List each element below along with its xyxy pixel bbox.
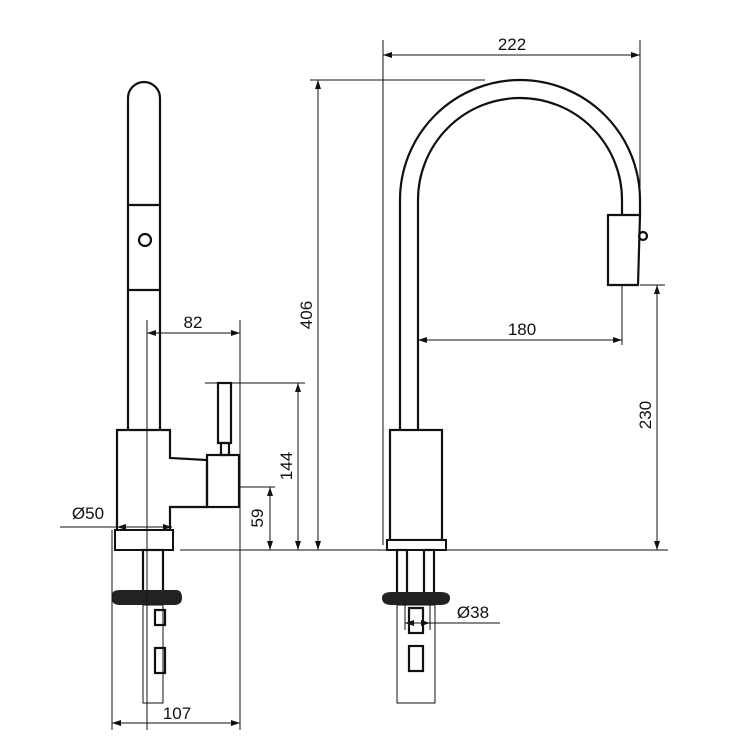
front-fitting-2	[407, 644, 425, 673]
dimension-lines	[60, 40, 668, 730]
front-spout-inner	[416, 96, 624, 430]
dim-406: 406	[297, 301, 316, 329]
dim-180: 180	[508, 320, 536, 339]
dim-diameter-50: Ø50	[72, 504, 104, 523]
side-spout	[126, 80, 162, 430]
dim-222: 222	[498, 35, 526, 54]
side-lever	[216, 381, 233, 445]
side-body	[115, 428, 209, 530]
dim-diameter-38: Ø38	[457, 603, 489, 622]
dim-107: 107	[163, 704, 191, 723]
front-body	[388, 428, 444, 542]
front-pipe-left	[395, 548, 409, 597]
side-cartridge	[205, 453, 241, 509]
dim-230: 230	[636, 401, 655, 429]
side-fitting	[153, 608, 167, 627]
front-spout-outer	[398, 78, 642, 430]
front-mounting-nut	[382, 592, 450, 605]
dim-59: 59	[248, 509, 267, 528]
lever-stem	[219, 441, 231, 457]
dim-82: 82	[184, 313, 203, 332]
side-view	[112, 80, 241, 704]
side-base	[114, 529, 174, 551]
side-lower-pipe	[142, 604, 164, 704]
front-base	[386, 539, 447, 551]
front-spray-head	[606, 213, 642, 287]
front-fitting	[407, 606, 425, 635]
dim-144: 144	[277, 452, 296, 480]
dimension-labels: 222 406 82 180 144 230 59 Ø50 Ø38 107	[72, 35, 655, 723]
front-pipe-right	[422, 548, 436, 597]
front-view	[382, 78, 649, 704]
side-pipe	[141, 548, 165, 597]
front-lower-pipe	[396, 604, 436, 704]
front-spray-button-icon	[637, 230, 649, 242]
spray-button-icon	[137, 232, 153, 248]
side-fitting-2	[153, 646, 167, 675]
